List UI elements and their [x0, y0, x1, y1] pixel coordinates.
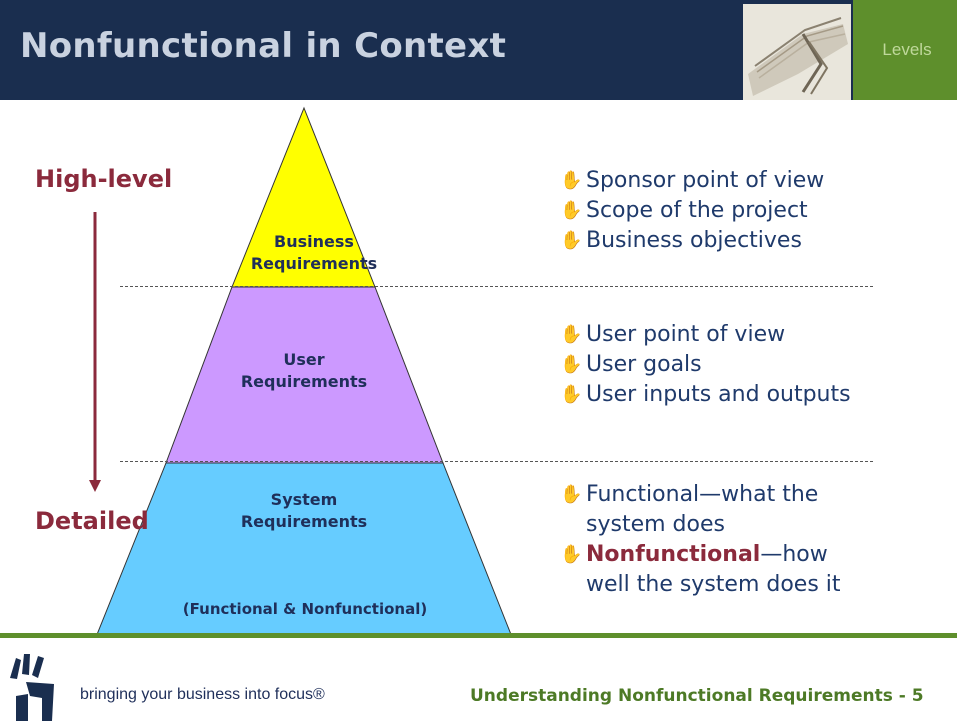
hand-bullet-icon: ✋	[560, 324, 583, 345]
tier-business-line1: Business	[274, 232, 354, 251]
page-title: Nonfunctional in Context	[20, 26, 507, 66]
footer-slide-title: Understanding Nonfunctional Requirements…	[470, 686, 924, 706]
divider-dashed-1	[120, 286, 873, 287]
tier-user-line1: User	[283, 350, 325, 369]
tier-label-user: User Requirements	[214, 349, 394, 393]
hand-bullet-icon: ✋	[560, 170, 583, 191]
tab-levels[interactable]: Levels	[853, 0, 957, 100]
label-detailed: Detailed	[35, 507, 149, 535]
tier-business-line2: Requirements	[250, 254, 378, 273]
footer-divider	[0, 633, 957, 638]
hand-logo-icon	[10, 654, 54, 721]
hand-bullet-icon: ✋	[560, 230, 583, 251]
list-item: ✋Scope of the project	[560, 196, 824, 226]
nonfunctional-emphasis: Nonfunctional	[586, 542, 761, 567]
tier-system-line2: Requirements	[240, 512, 368, 531]
divider-dashed-2	[120, 461, 873, 462]
list-item: ✋Sponsor point of view	[560, 166, 824, 196]
list-item: ✋ Functional—what the system does	[560, 482, 819, 537]
hand-bullet-icon: ✋	[560, 544, 583, 565]
list-item: ✋User goals	[560, 350, 851, 380]
tier-system-line3: (Functional & Nonfunctional)	[182, 600, 428, 618]
bullet-list-user: ✋User point of view ✋User goals ✋User in…	[560, 320, 851, 410]
tier-label-system: System Requirements	[204, 489, 404, 533]
footer-tagline: bringing your business into focus®	[80, 686, 325, 703]
list-item: ✋Business objectives	[560, 226, 824, 256]
tier-label-business: Business Requirements	[234, 231, 394, 275]
list-item: ✋User point of view	[560, 320, 851, 350]
bullet-list-business: ✋Sponsor point of view ✋Scope of the pro…	[560, 166, 824, 256]
tier-system-line1: System	[270, 490, 338, 509]
label-high-level: High-level	[35, 165, 173, 193]
bullet-list-system: ✋ Functional—what the system does ✋ Nonf…	[560, 480, 841, 600]
hand-bullet-icon: ✋	[560, 354, 583, 375]
hand-bullet-icon: ✋	[560, 200, 583, 221]
hand-bullet-icon: ✋	[560, 384, 583, 405]
level-arrow-head	[89, 480, 101, 492]
book-icon	[743, 4, 851, 100]
tier-user-line2: Requirements	[240, 372, 368, 391]
list-item: ✋User inputs and outputs	[560, 380, 851, 410]
hand-bullet-icon: ✋	[560, 484, 583, 505]
list-item: ✋ Nonfunctional—how well the system does…	[560, 542, 841, 597]
